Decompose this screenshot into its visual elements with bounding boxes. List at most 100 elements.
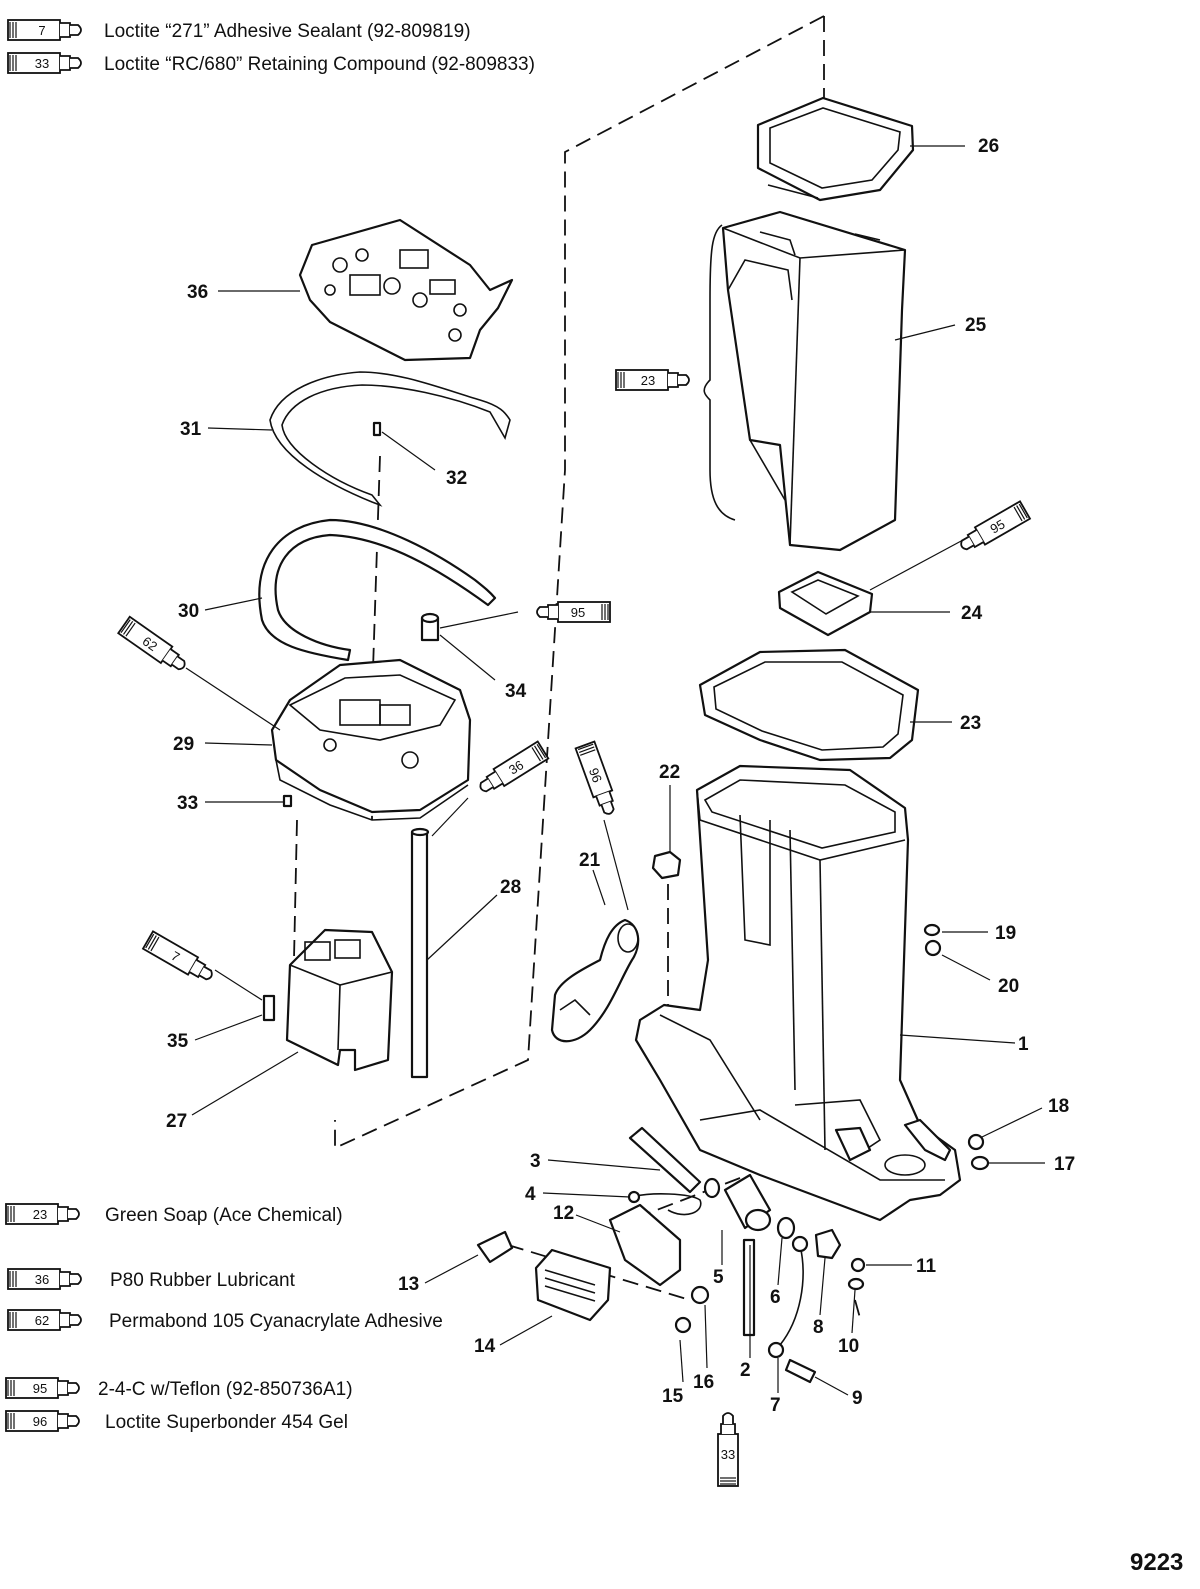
part-16-bushing bbox=[690, 1285, 710, 1305]
legend-top: 7 Loctite “271” Adhesive Sealant (92-809… bbox=[7, 19, 535, 75]
legend-text: Permabond 105 Cyanacrylate Adhesive bbox=[109, 1311, 443, 1332]
part-2-stud bbox=[742, 1238, 756, 1337]
tube-23: 23 bbox=[615, 369, 690, 391]
part-12-bracket bbox=[608, 1203, 682, 1287]
callout-23: 23 bbox=[960, 713, 981, 734]
callout-34: 34 bbox=[505, 681, 527, 702]
callout-31: 31 bbox=[180, 419, 202, 440]
callout-leader-lines bbox=[191, 145, 1045, 1396]
legend-text: 2-4-C w/Teflon (92-850736A1) bbox=[98, 1379, 353, 1400]
callout-15: 15 bbox=[662, 1386, 684, 1407]
legend-tube-number: 33 bbox=[35, 56, 49, 71]
callout-29: 29 bbox=[173, 734, 194, 755]
legend-item-2-4-c: 95 2-4-C w/Teflon (92-850736A1) bbox=[5, 1377, 353, 1400]
part-29-adaptor-plate bbox=[270, 658, 472, 821]
tube-95-middle: 95 bbox=[536, 601, 611, 623]
callout-32: 32 bbox=[446, 468, 467, 489]
tube-62: 62 bbox=[117, 615, 191, 676]
tube-7: 7 bbox=[142, 930, 218, 987]
sealant-tubes: 23 95 95 62 96 36 7 33 bbox=[117, 369, 1031, 1487]
svg-text:95: 95 bbox=[988, 516, 1008, 536]
callout-22: 22 bbox=[659, 762, 680, 783]
legend-item-loctite-271: 7 Loctite “271” Adhesive Sealant (92-809… bbox=[7, 19, 471, 42]
part-26-seal bbox=[756, 96, 915, 202]
part-6-washer bbox=[776, 1216, 796, 1240]
legend-item-permabond: 62 Permabond 105 Cyanacrylate Adhesive bbox=[7, 1309, 443, 1332]
part-3-bolt bbox=[628, 1126, 721, 1199]
legend-tube-number: 36 bbox=[35, 1272, 49, 1287]
legend-text: Loctite “271” Adhesive Sealant (92-80981… bbox=[104, 21, 471, 42]
callout-28: 28 bbox=[500, 877, 521, 898]
svg-text:33: 33 bbox=[721, 1447, 735, 1462]
callout-13: 13 bbox=[398, 1274, 419, 1295]
legend-text: Loctite “RC/680” Retaining Compound (92-… bbox=[104, 54, 535, 75]
legend-item-loctite-rc680: 33 Loctite “RC/680” Retaining Compound (… bbox=[7, 52, 535, 75]
callout-17: 17 bbox=[1054, 1154, 1075, 1175]
part-27-exhaust-tube bbox=[285, 928, 394, 1072]
legend-text: P80 Rubber Lubricant bbox=[110, 1270, 296, 1291]
part-13-plug bbox=[476, 1230, 514, 1264]
callout-12: 12 bbox=[553, 1203, 574, 1224]
callout-36: 36 bbox=[187, 282, 208, 303]
tube-96: 96 bbox=[574, 740, 621, 818]
callout-20: 20 bbox=[998, 976, 1019, 997]
part-21-hose bbox=[550, 918, 640, 1043]
callout-25: 25 bbox=[965, 315, 987, 336]
legend-text: Loctite Superbonder 454 Gel bbox=[105, 1412, 348, 1433]
part-19-washer bbox=[923, 923, 941, 937]
legend-item-green-soap: 23 Green Soap (Ace Chemical) bbox=[5, 1203, 343, 1226]
figure-number: 9223 bbox=[1130, 1549, 1183, 1576]
callout-35: 35 bbox=[167, 1031, 189, 1052]
part-8-nut bbox=[814, 1228, 842, 1260]
part-35-screw bbox=[262, 994, 276, 1022]
part-9-bolt bbox=[784, 1358, 817, 1384]
tube-36: 36 bbox=[474, 740, 550, 799]
svg-text:95: 95 bbox=[571, 605, 585, 620]
svg-text:62: 62 bbox=[140, 633, 160, 654]
svg-text:23: 23 bbox=[641, 373, 655, 388]
part-34-bushing bbox=[420, 612, 440, 642]
part-1-driveshaft-housing bbox=[634, 764, 962, 1222]
part-20-nut bbox=[924, 939, 942, 957]
part-7-strap bbox=[767, 1235, 809, 1359]
legend-tube-number: 62 bbox=[35, 1313, 49, 1328]
part-5-anode bbox=[723, 1173, 772, 1232]
legend-item-superbonder: 96 Loctite Superbonder 454 Gel bbox=[5, 1410, 348, 1433]
part-28-rod bbox=[410, 827, 430, 1079]
svg-text:96: 96 bbox=[586, 766, 605, 785]
part-11-washer bbox=[850, 1257, 866, 1273]
callout-19: 19 bbox=[995, 923, 1016, 944]
callout-9: 9 bbox=[852, 1388, 863, 1409]
callout-14: 14 bbox=[474, 1336, 496, 1357]
part-17-washer bbox=[970, 1155, 990, 1171]
tube-leader-lines bbox=[185, 539, 964, 1001]
legend-tube-number: 95 bbox=[33, 1381, 47, 1396]
sealant-tube-icon bbox=[142, 930, 218, 987]
callout-16: 16 bbox=[693, 1372, 714, 1393]
callout-33: 33 bbox=[177, 793, 198, 814]
legend-bottom: 23 Green Soap (Ace Chemical) 36 P80 Rubb… bbox=[5, 1203, 443, 1433]
part-22-plug bbox=[651, 850, 682, 880]
callout-18: 18 bbox=[1048, 1096, 1069, 1117]
tube-95-upper: 95 bbox=[955, 500, 1031, 557]
part-10-washer bbox=[847, 1277, 865, 1291]
callout-2: 2 bbox=[740, 1360, 751, 1381]
legend-item-p80: 36 P80 Rubber Lubricant bbox=[7, 1268, 296, 1291]
callout-1: 1 bbox=[1018, 1034, 1029, 1055]
legend-text: Green Soap (Ace Chemical) bbox=[105, 1205, 343, 1226]
svg-text:36: 36 bbox=[506, 757, 526, 777]
callout-3: 3 bbox=[530, 1151, 541, 1172]
part-15-screw bbox=[674, 1316, 692, 1334]
callout-26: 26 bbox=[978, 136, 999, 157]
part-23-gasket bbox=[698, 648, 920, 762]
callout-10: 10 bbox=[838, 1336, 859, 1357]
part-31-seal-ring bbox=[269, 371, 511, 507]
callout-4: 4 bbox=[525, 1184, 536, 1205]
callout-6: 6 bbox=[770, 1287, 781, 1308]
legend-tube-number: 7 bbox=[38, 23, 45, 38]
callout-30: 30 bbox=[178, 601, 199, 622]
part-14-grille bbox=[534, 1248, 612, 1322]
callout-8: 8 bbox=[813, 1317, 824, 1338]
part-24-seal bbox=[777, 570, 874, 637]
